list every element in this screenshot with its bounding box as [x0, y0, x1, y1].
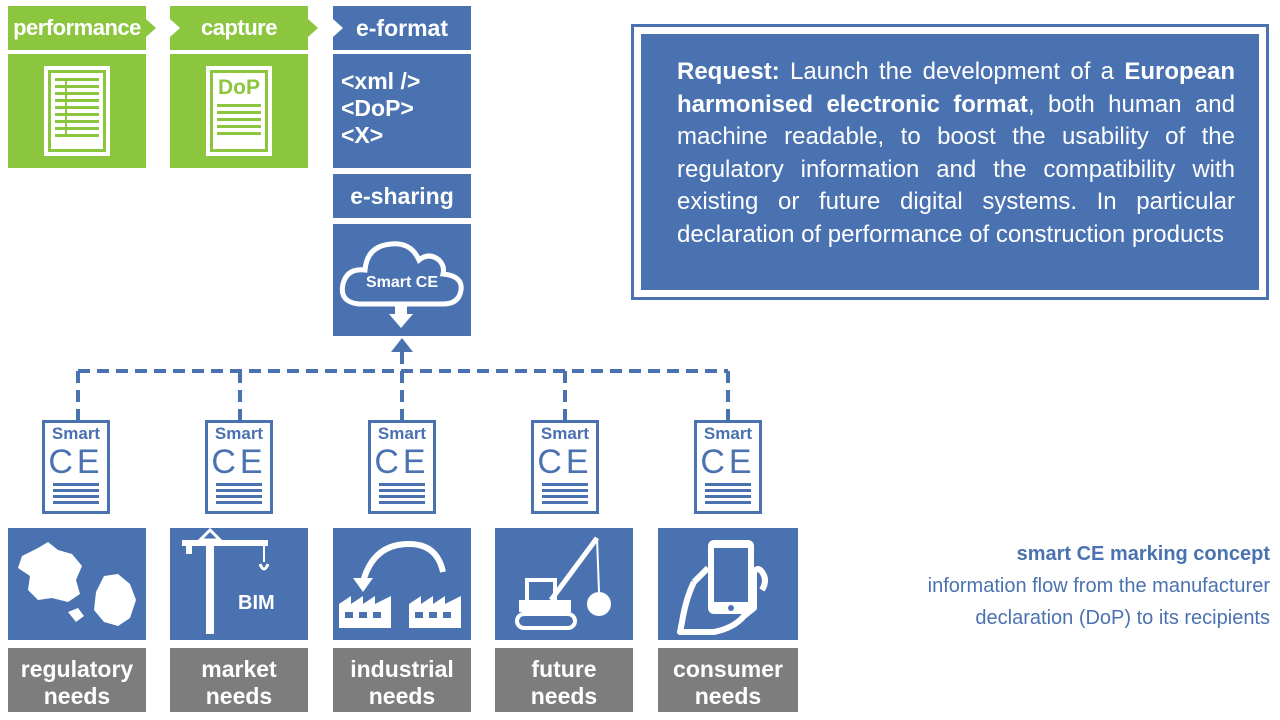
need-line-2: needs — [694, 683, 762, 709]
eformat-text: e-format — [355, 14, 448, 41]
dop-label: DoP — [218, 76, 260, 99]
smart-text: Smart — [51, 424, 101, 443]
performance-document-icon — [44, 66, 110, 156]
crane-icon — [182, 528, 270, 634]
concept-caption: smart CE marking concept information flo… — [840, 538, 1270, 634]
phone-hand-icon — [677, 540, 768, 635]
caption-line-2: information flow from the manufacturer — [927, 575, 1270, 597]
performance-text: performance — [13, 15, 141, 40]
eformat-line-dop: <DoP> — [341, 95, 414, 121]
smart-text: Smart — [214, 424, 264, 443]
industrial-needs-label: industrial needs — [333, 648, 471, 712]
ce-mark: CE — [700, 443, 756, 481]
esharing-panel: Smart CE — [333, 224, 471, 336]
consumer-panel — [658, 528, 798, 640]
smart-ce-doc: Smart CE — [531, 420, 599, 514]
ce-mark: CE — [211, 443, 267, 481]
capture-panel: DoP — [170, 54, 308, 168]
eformat-line-x: <X> — [341, 122, 384, 148]
regulatory-panel — [8, 528, 146, 640]
up-arrow-icon — [391, 338, 413, 352]
smart-text: Smart — [377, 424, 427, 443]
need-line-2: needs — [43, 683, 111, 709]
dop-document-icon — [206, 66, 272, 156]
need-line-1: regulatory — [20, 656, 134, 682]
regulatory-needs-label: regulatory needs — [8, 648, 146, 712]
request-text: Request: Launch the development of a Eur… — [638, 31, 1262, 293]
smart-text: Smart — [540, 424, 590, 443]
need-line-2: needs — [530, 683, 598, 709]
arrow-notch — [308, 19, 318, 37]
request-text-1: Launch the development of a — [779, 58, 1125, 85]
ce-mark: CE — [537, 443, 593, 481]
capture-label: capture — [170, 6, 318, 50]
esharing-label: e-sharing — [333, 174, 471, 218]
future-panel — [495, 528, 633, 640]
caption-line-3: declaration (DoP) to its recipients — [975, 607, 1270, 629]
performance-panel — [8, 54, 146, 168]
market-panel: BIM — [170, 528, 308, 640]
request-text-2: , both human and machine readable, to bo… — [677, 90, 1236, 248]
cloud-label: Smart CE — [365, 274, 439, 291]
ce-mark: CE — [48, 443, 104, 481]
industrial-panel — [333, 528, 471, 640]
cloud-icon — [339, 241, 464, 328]
request-box: Request: Launch the development of a Eur… — [631, 24, 1269, 300]
performance-label: performance — [8, 6, 156, 50]
request-lead: Request: — [677, 58, 780, 85]
need-line-1: consumer — [673, 656, 783, 682]
need-line-2: needs — [368, 683, 436, 709]
consumer-needs-label: consumer needs — [658, 648, 798, 712]
arrow-notch-in — [170, 19, 180, 37]
need-line-1: future — [531, 656, 597, 682]
capture-text: capture — [201, 15, 277, 40]
eformat-panel: <xml /> <DoP> <X> — [333, 54, 471, 168]
excavator-icon — [515, 536, 611, 630]
eformat-label: e-format — [333, 6, 471, 50]
need-line-1: industrial — [350, 656, 454, 682]
smart-ce-doc: Smart CE — [368, 420, 436, 514]
smart-ce-doc: Smart CE — [694, 420, 762, 514]
smart-ce-doc: Smart CE — [205, 420, 273, 514]
arrow-notch — [146, 19, 156, 37]
factory-cycle-icon — [339, 540, 461, 628]
caption-title: smart CE marking concept — [1016, 543, 1270, 565]
market-needs-label: market needs — [170, 648, 308, 712]
esharing-text: e-sharing — [350, 182, 454, 209]
need-line-1: market — [201, 656, 277, 682]
ce-mark: CE — [374, 443, 430, 481]
future-needs-label: future needs — [495, 648, 633, 712]
smart-text: Smart — [703, 424, 753, 443]
request-bold: European harmonised electronic format — [677, 58, 1235, 118]
arrow-notch-in — [333, 19, 343, 37]
need-line-2: needs — [205, 683, 273, 709]
bim-label: BIM — [238, 592, 275, 614]
map-icon — [18, 542, 136, 626]
smart-ce-doc: Smart CE — [42, 420, 110, 514]
eformat-line-xml: <xml /> — [341, 68, 421, 94]
